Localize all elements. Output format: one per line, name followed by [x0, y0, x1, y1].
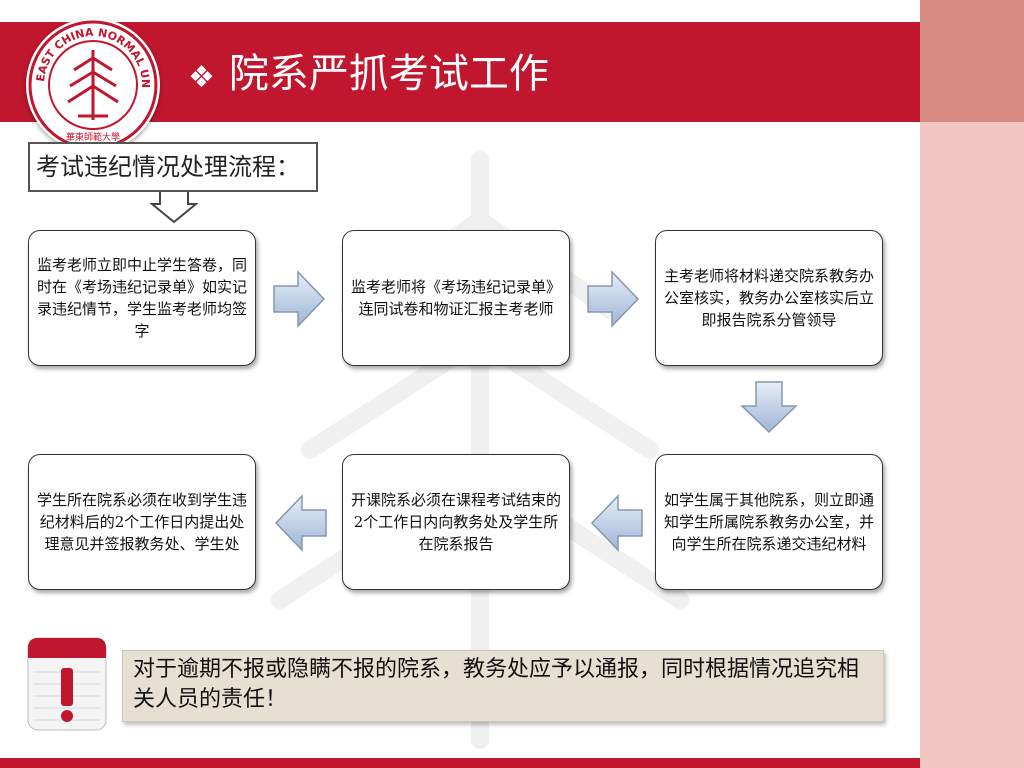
flow-step-5: 开课院系必须在课程考试结束的2个工作日内向教务处及学生所在院系报告 [342, 454, 570, 590]
flow-step-2-text: 监考老师将《考场违纪记录单》连同试卷和物证汇报主考老师 [351, 278, 562, 318]
flow-step-4-text: 如学生属于其他院系，则立即通知学生所属院系教务办公室，并向学生所在院系递交违纪材… [664, 491, 875, 553]
flow-step-4: 如学生属于其他院系，则立即通知学生所属院系教务办公室，并向学生所在院系递交违纪材… [655, 454, 883, 590]
right-decorative-strip [920, 0, 1024, 768]
alert-text: 对于逾期不报或隐瞒不报的院系，教务处应予以通报，同时根据情况追究相关人员的责任！ [133, 657, 860, 712]
left-arrow-icon [274, 494, 327, 552]
logo-seal-icon: EAST CHINA NORMAL UNIVERSITY 華東師範大學 [26, 18, 158, 150]
page-title: ❖ 院系严抓考试工作 [188, 44, 549, 104]
callout-down-arrow-icon [150, 192, 198, 224]
university-logo: EAST CHINA NORMAL UNIVERSITY 華東師範大學 [26, 18, 160, 152]
down-arrow-icon [740, 381, 798, 434]
bottom-border [0, 758, 920, 768]
flow-step-5-text: 开课院系必须在课程考试结束的2个工作日内向教务处及学生所在院系报告 [351, 491, 562, 553]
right-decorative-strip-top [920, 0, 1024, 122]
flow-step-6-text: 学生所在院系必须在收到学生违纪材料后的2个工作日内提出处理意见并签报教务处、学生… [37, 491, 248, 553]
diamond-bullet-icon: ❖ [188, 60, 215, 95]
flow-step-1-text: 监考老师立即中止学生答卷，同时在《考场违纪记录单》如实记录违纪情节，学生监考老师… [37, 256, 248, 340]
right-arrow-icon [273, 270, 326, 328]
left-arrow-icon [590, 494, 643, 552]
flow-step-1: 监考老师立即中止学生答卷，同时在《考场违纪记录单》如实记录违纪情节，学生监考老师… [28, 230, 256, 366]
page-title-text: 院系严抓考试工作 [228, 51, 549, 97]
flow-step-2: 监考老师将《考场违纪记录单》连同试卷和物证汇报主考老师 [342, 230, 570, 366]
alert-panel: 对于逾期不报或隐瞒不报的院系，教务处应予以通报，同时根据情况追究相关人员的责任！ [122, 650, 884, 722]
svg-text:華東師範大學: 華東師範大學 [66, 131, 120, 143]
flow-step-3-text: 主考老师将材料递交院系教务办公室核实，教务办公室核实后立即报告院系分管领导 [664, 267, 875, 329]
flow-step-3: 主考老师将材料递交院系教务办公室核实，教务办公室核实后立即报告院系分管领导 [655, 230, 883, 366]
flow-callout: 考试违纪情况处理流程： [28, 142, 318, 192]
right-arrow-icon [587, 270, 640, 328]
flow-step-6: 学生所在院系必须在收到学生违纪材料后的2个工作日内提出处理意见并签报教务处、学生… [28, 454, 256, 590]
exclamation-notepad-icon [27, 637, 107, 731]
